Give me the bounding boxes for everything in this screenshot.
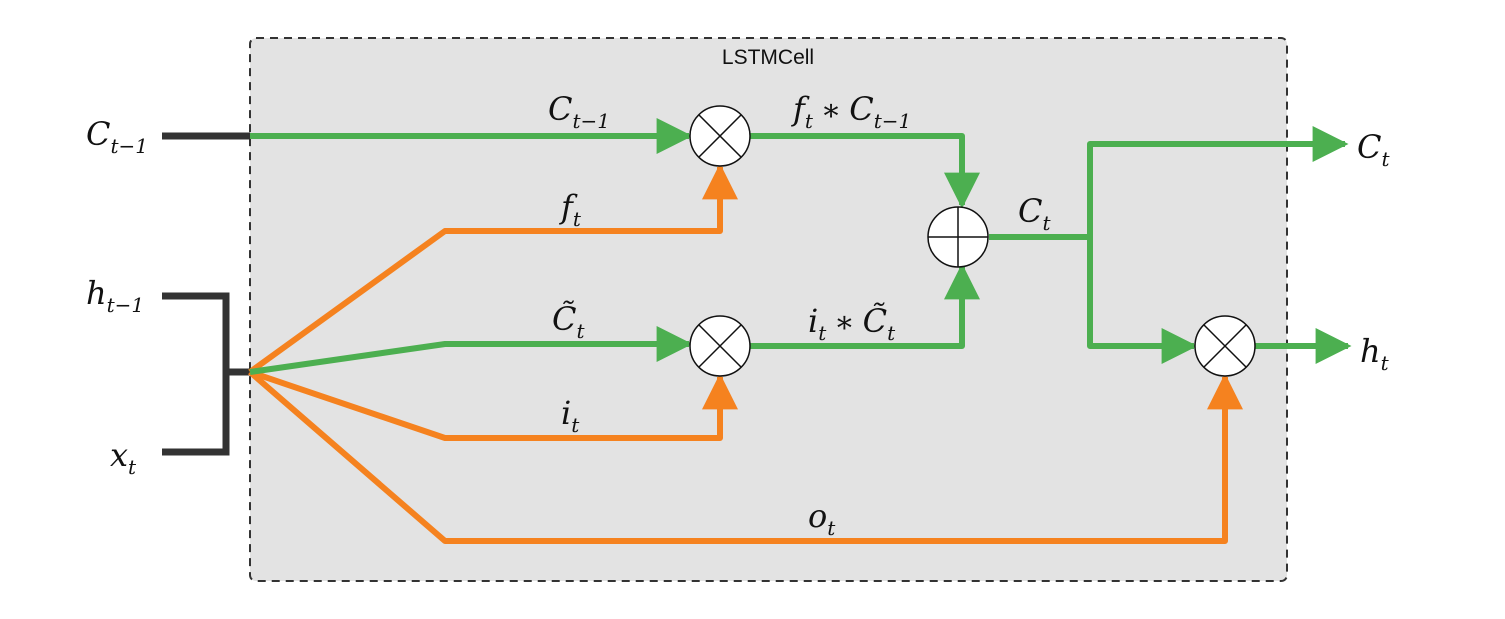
- label-c-output: Ct: [1357, 128, 1390, 171]
- label-c-prev-line: Ct−1: [548, 90, 610, 133]
- output-gate-path: [248, 369, 1243, 544]
- label-input-product: it∗C̃t: [808, 302, 896, 345]
- forget-product-path: [750, 133, 980, 209]
- multiply-node-output: [1194, 315, 1256, 377]
- label-candidate: C̃t: [552, 300, 585, 343]
- add-node: [927, 206, 989, 268]
- label-output-gate: ot: [808, 497, 836, 540]
- label-h-output: ht: [1360, 332, 1390, 375]
- multiply-node-input: [689, 315, 751, 377]
- candidate-path: [249, 326, 693, 375]
- cell-paths: [249, 118, 1352, 375]
- label-input-gate: it: [561, 394, 580, 437]
- input-gate-path: [249, 369, 738, 441]
- times-icon: [698, 324, 742, 368]
- h-prev-input-wire: [162, 292, 230, 456]
- forget-gate-path: [248, 163, 738, 375]
- label-x-input: xt: [110, 436, 137, 479]
- input-wires: [162, 132, 250, 456]
- c-to-tanh-path: [1087, 237, 1198, 364]
- cell-title: LSTMCell: [722, 46, 814, 69]
- gate-paths: [248, 163, 1243, 544]
- plus-icon: [928, 207, 988, 267]
- times-icon: [1203, 324, 1247, 368]
- label-h-prev-input: ht−1: [86, 274, 144, 317]
- times-icon: [698, 114, 742, 158]
- lstm-cell-box: [249, 37, 1288, 582]
- label-c-prev-input: Ct−1: [86, 115, 148, 158]
- label-c-new: Ct: [1018, 192, 1051, 235]
- multiply-node-forget: [689, 105, 751, 167]
- c-output-path: [1087, 126, 1349, 237]
- input-product-path: [750, 263, 980, 349]
